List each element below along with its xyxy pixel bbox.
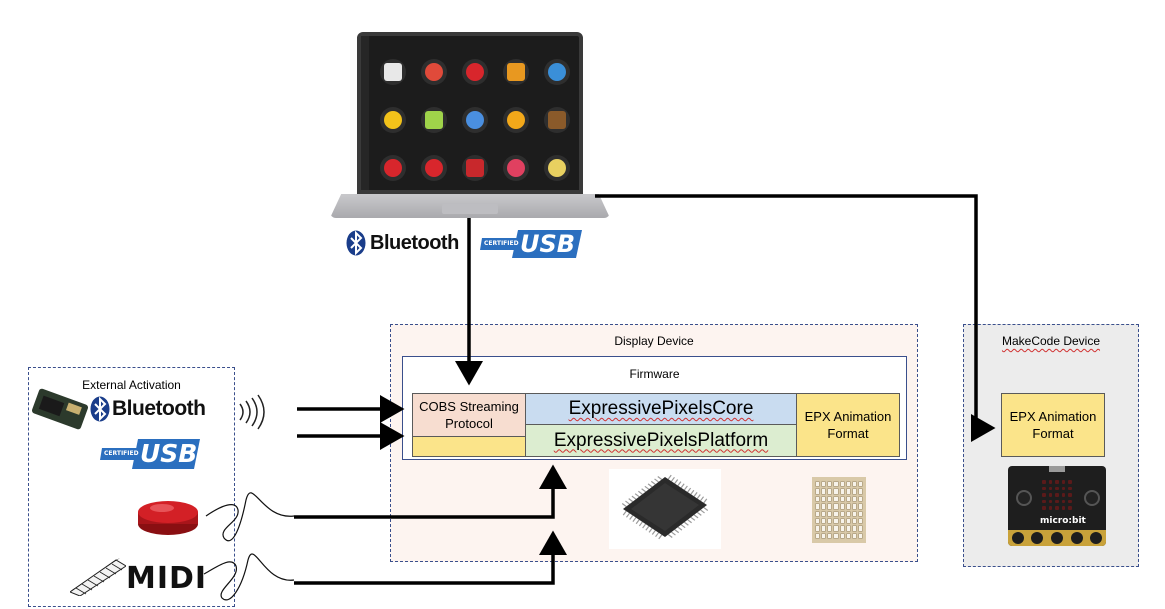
bluetooth-icon: [346, 230, 366, 256]
skull-icon: [375, 50, 412, 94]
bluetooth-wordmark: Bluetooth: [112, 397, 206, 420]
cobs-label: COBS Streaming Protocol: [419, 399, 519, 431]
platform-block: ExpressivePixelsPlatform: [525, 424, 797, 457]
usb-certified-badge: CERTIFIED: [484, 240, 519, 247]
sine-wave-icon: [457, 50, 494, 94]
usb-certified-badge: CERTIFIED: [104, 450, 139, 457]
epx-format-block: EPX Animation Format: [796, 393, 900, 457]
external-activation-box: External Activation: [28, 367, 235, 607]
heart-pixel-icon: [497, 146, 534, 190]
piano-keyboard-icon: [70, 558, 126, 596]
penguin-icon: [538, 50, 575, 94]
emoji-wink-icon: [375, 98, 412, 142]
poop-icon: [538, 98, 575, 142]
bluetooth-icon: [90, 396, 110, 422]
makecode-title-text: MakeCode Device: [1001, 334, 1101, 348]
smiley-icon: [416, 98, 453, 142]
lightning-icon: [538, 146, 575, 190]
chip-icon: [621, 474, 709, 540]
usb-logo-icon: [480, 230, 582, 258]
display-device-title: Display Device: [614, 334, 694, 348]
mario-icon: [375, 146, 412, 190]
epx-label: EPX Animation Format: [804, 409, 892, 441]
microbit-board-image: micro:bit: [1008, 466, 1106, 546]
pumpkin-icon: [497, 50, 534, 94]
microbit-button-b: [1084, 490, 1100, 506]
heart-icon: [416, 146, 453, 190]
makecode-epx-format-block: EPX Animation Format: [1001, 393, 1105, 457]
usb-logo-icon: [100, 439, 200, 469]
cobs-lower-block: [412, 436, 526, 457]
core-block: ExpressivePixelsCore: [525, 393, 797, 425]
midi-wordmark: MIDI: [126, 561, 208, 596]
bluetooth-logo-top: Bluetooth: [346, 230, 468, 256]
animation-gallery: [375, 50, 575, 190]
firmware-title: Firmware: [629, 367, 680, 381]
red-push-button-icon: [138, 501, 198, 535]
microbit-button-a: [1016, 490, 1032, 506]
laptop: [330, 32, 610, 218]
laptop-screen: [357, 32, 583, 194]
usb-wordmark: USB: [520, 230, 576, 258]
microcontroller-chip-image: [609, 469, 721, 549]
makecode-device-title: MakeCode Device: [964, 334, 1138, 348]
makecode-epx-label: EPX Animation Format: [1009, 409, 1097, 441]
usb-wordmark: USB: [140, 439, 198, 468]
bluetooth-wordmark: Bluetooth: [370, 232, 459, 254]
usb-logo-external: CERTIFIED USB: [100, 437, 200, 471]
laptop-trackpad: [442, 204, 498, 214]
usb-logo-top: CERTIFIED USB: [480, 228, 582, 260]
app-sidebar: [361, 36, 369, 190]
wifi-icon: [457, 98, 494, 142]
rocket-icon: [416, 50, 453, 94]
heart-circle-icon: [457, 146, 494, 190]
core-label: ExpressivePixelsCore: [568, 398, 754, 419]
external-activation-title: External Activation: [82, 378, 181, 392]
led-matrix-image: [812, 477, 866, 543]
microbit-wordmark: micro:bit: [1040, 516, 1086, 526]
microbit-edge-pads: [1008, 532, 1106, 544]
platform-label: ExpressivePixelsPlatform: [553, 429, 769, 451]
sun-icon: [497, 98, 534, 142]
cobs-protocol-block: COBS Streaming Protocol: [412, 393, 526, 437]
bluetooth-logo-external: Bluetooth: [90, 396, 212, 424]
wireless-signal-icon: [239, 394, 265, 430]
